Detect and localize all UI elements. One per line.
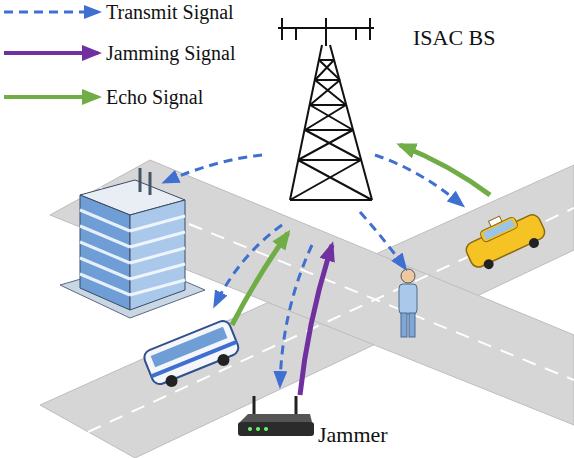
- car: [459, 201, 550, 275]
- legend-text: Transmit Signal: [106, 1, 234, 23]
- roads: [40, 160, 574, 458]
- legend-text: Jamming Signal: [106, 42, 235, 64]
- legend-samples: [4, 12, 98, 97]
- legend-text: Echo Signal: [106, 86, 203, 108]
- station-label: ISAC BS: [413, 26, 496, 50]
- jammer-device: [238, 396, 314, 436]
- signals: [165, 145, 490, 395]
- bus: [142, 319, 243, 393]
- pedestrian: [399, 269, 417, 337]
- tower: [278, 18, 374, 200]
- building: [60, 168, 205, 318]
- jammer-label: Jammer: [318, 423, 388, 447]
